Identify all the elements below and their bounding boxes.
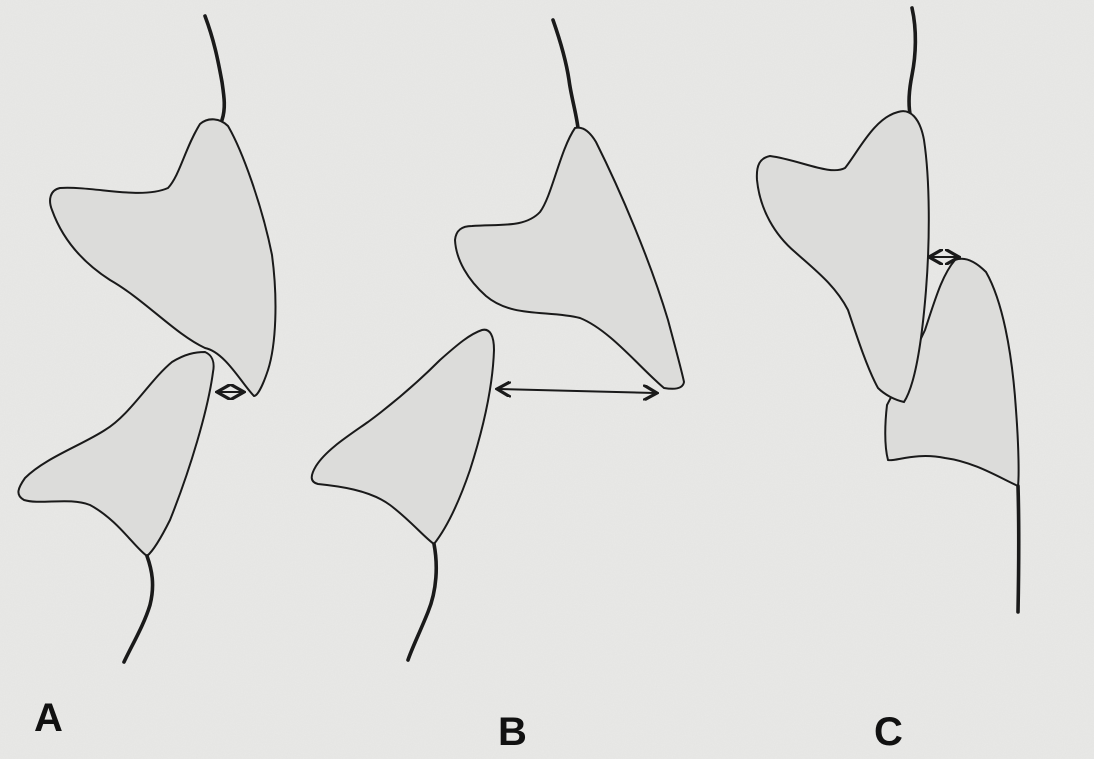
panel-c-label: C <box>874 710 903 754</box>
panel-c-lower-line <box>1018 486 1019 612</box>
panel-a-label: A <box>34 696 63 740</box>
panel-b-label: B <box>498 710 527 754</box>
